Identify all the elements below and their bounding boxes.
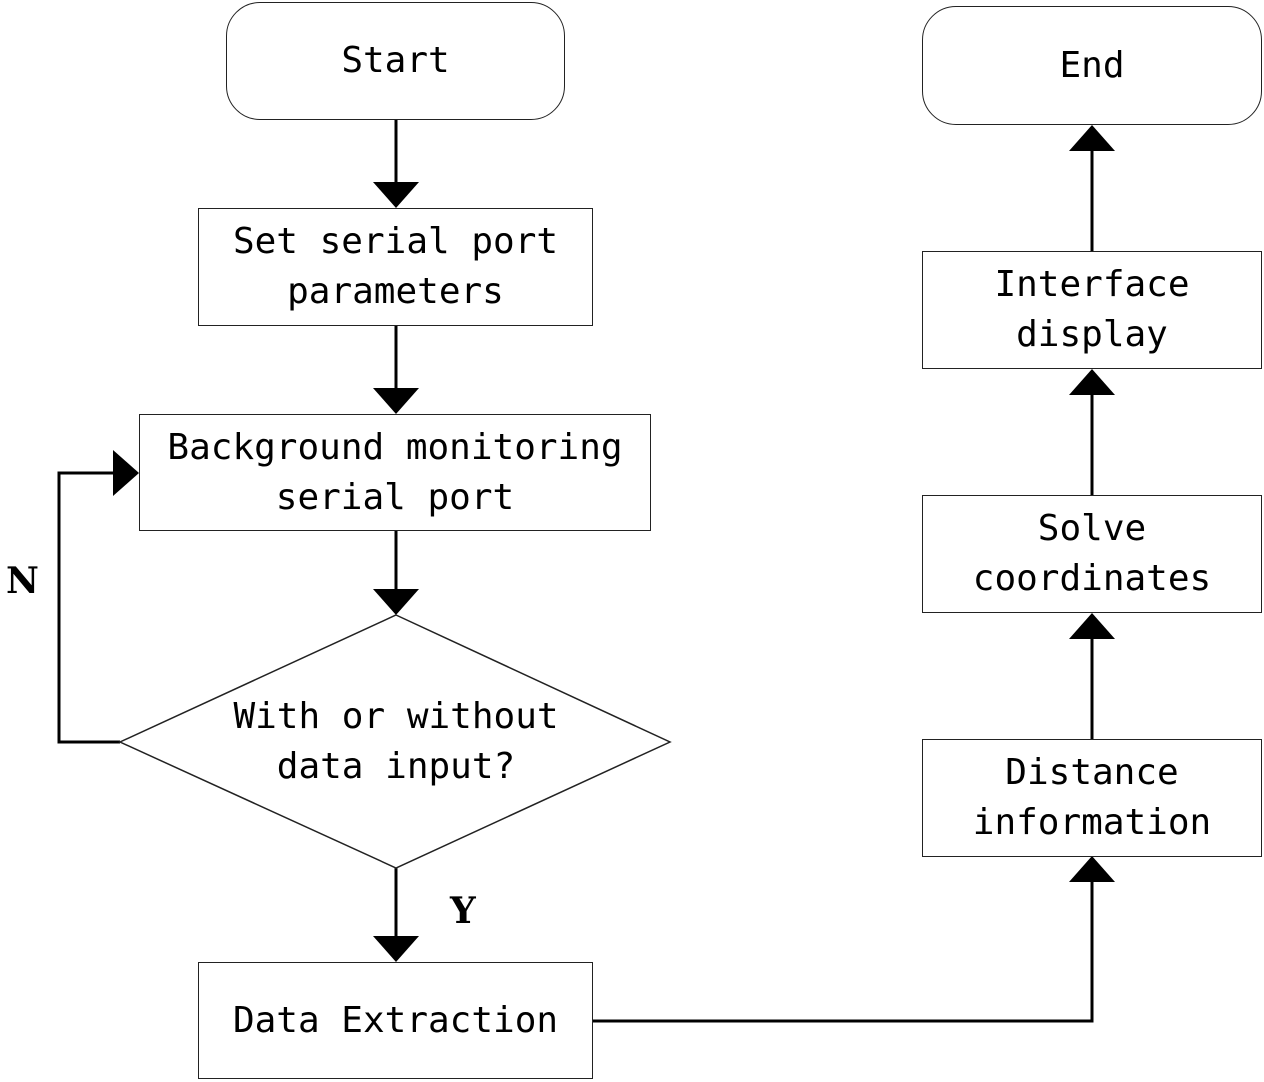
solve-coordinates-label: Solve coordinates [972, 508, 1212, 599]
decision-label: With or without data input? [233, 696, 559, 787]
interface-display-label: Interface display [994, 264, 1190, 355]
end-label: End [1059, 44, 1125, 86]
arrow-extraction-to-distance [593, 856, 1115, 1023]
data-extraction-label: Data Extraction [232, 999, 559, 1041]
solve-coordinates-node: Solve coordinates [922, 495, 1262, 613]
arrow-decision-no-loop [57, 450, 139, 744]
decision-diamond [118, 614, 672, 869]
data-extraction-node: Data Extraction [198, 962, 593, 1079]
end-node: End [922, 6, 1262, 125]
background-monitoring-node: Background monitoring serial port [139, 414, 651, 531]
background-monitoring-label: Background monitoring serial port [167, 426, 623, 518]
set-serial-label: Set serial port parameters [232, 221, 559, 312]
edge-label-yes: Y [450, 890, 476, 932]
decision-node: With or without data input? [200, 690, 592, 794]
set-serial-node: Set serial port parameters [198, 208, 593, 326]
edge-label-no: N [6, 560, 39, 602]
start-node: Start [226, 2, 565, 120]
start-label: Start [341, 40, 450, 81]
interface-display-node: Interface display [922, 251, 1262, 369]
distance-information-label: Distance information [972, 752, 1212, 843]
distance-information-node: Distance information [922, 739, 1262, 857]
